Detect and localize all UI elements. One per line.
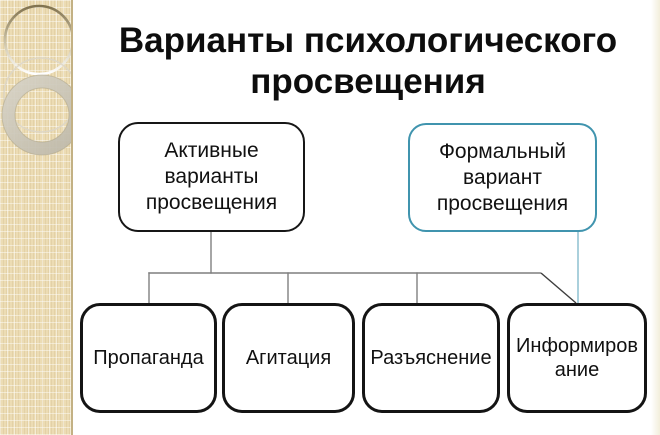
node-agitation: Агитация bbox=[222, 303, 355, 413]
node-propaganda: Пропаганда bbox=[80, 303, 217, 413]
slide-edge-strip bbox=[651, 0, 660, 435]
node-formal-variant: Формальный вариант просвещения bbox=[408, 123, 597, 232]
slide-title: Варианты психологического просвещения bbox=[118, 21, 618, 101]
circles-ornament-icon bbox=[1, 4, 71, 156]
node-informing: Информиров ание bbox=[507, 303, 647, 413]
node-active-variants: Активные варианты просвещения bbox=[118, 122, 305, 232]
node-explanation: Разъяснение bbox=[362, 303, 500, 413]
sidebar-decoration bbox=[0, 0, 73, 435]
